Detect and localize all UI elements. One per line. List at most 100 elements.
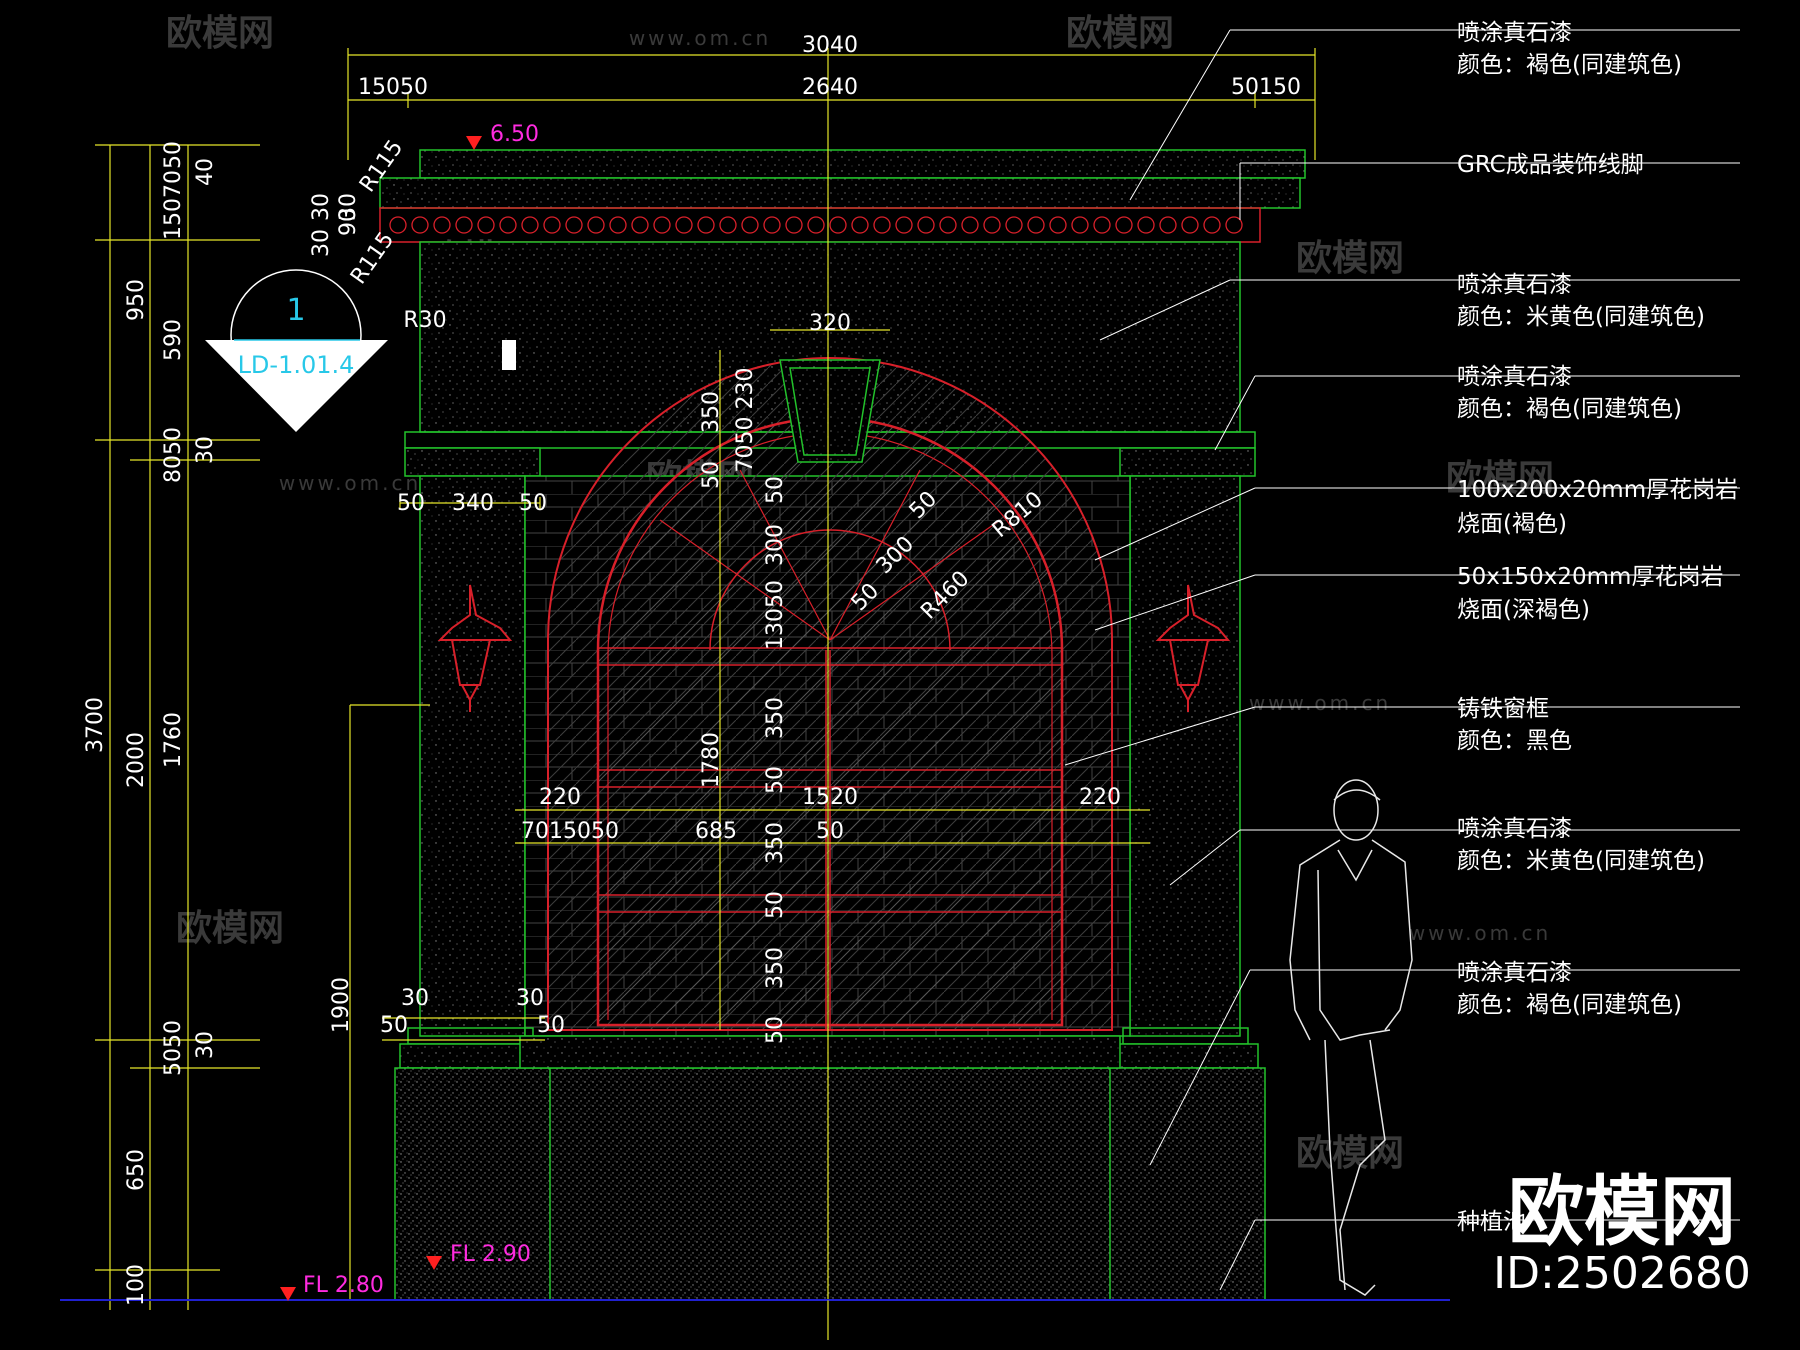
dim-950: 950 [124, 279, 149, 321]
scroll-ornament [455, 216, 473, 234]
note-7-line1: 铸铁窗框 [1457, 696, 1549, 722]
scroll-ornament [851, 216, 869, 234]
note-2-line1: GRC成品装饰线脚 [1457, 152, 1644, 178]
scroll-ornament [719, 216, 737, 234]
dim-650: 650 [124, 1149, 149, 1191]
scroll-ornament [1159, 216, 1177, 234]
scroll-ornament [477, 216, 495, 234]
scroll-ornament [873, 216, 891, 234]
dim-stack-350a: 350 [763, 697, 788, 739]
section-callout: 1 LD-1.01.4 [205, 269, 516, 432]
scroll-ornament [741, 216, 759, 234]
cornice-scroll-ornament [389, 216, 1243, 234]
scroll-ornament [983, 216, 1001, 234]
note-9-line1: 喷涂真石漆 [1457, 960, 1572, 986]
scroll-ornament [631, 216, 649, 234]
scroll-ornament [763, 216, 781, 234]
scroll-ornament [961, 216, 979, 234]
callout-ref: LD-1.01.4 [238, 351, 355, 379]
note-8-line1: 喷涂真石漆 [1457, 816, 1572, 842]
dim-w50: 50 [816, 819, 844, 844]
dim-plinth-50r: 50 [537, 1013, 565, 1038]
note-5-line1: 100x200x20mm厚花岗岩 [1457, 477, 1738, 503]
note-9-line2: 颜色：褐色(同建筑色) [1457, 992, 1682, 1018]
keystone [779, 359, 881, 463]
scroll-ornament [1225, 216, 1243, 234]
wall-lantern-left [437, 584, 513, 712]
dim-stack-50b: 50 [763, 891, 788, 919]
watermark-url: www.om.cn [1409, 921, 1551, 945]
dim-total-width: 3040 [802, 33, 858, 58]
dim-2000: 2000 [124, 732, 149, 788]
dim-8050: 8050 [161, 427, 186, 483]
dim-stack-350b: 350 [763, 822, 788, 864]
dim-1760: 1760 [161, 712, 186, 768]
dim-685: 685 [695, 819, 737, 844]
dim-small-30c: 30 [309, 229, 334, 257]
dim-plinth-30l: 30 [401, 986, 429, 1011]
material-notes: 喷涂真石漆 颜色：褐色(同建筑色) GRC成品装饰线脚 喷涂真石漆 颜色：米黄色… [1457, 20, 1738, 1235]
dim-keystone-7050: 7050 230 [733, 368, 758, 473]
callout-number: 1 [286, 293, 305, 328]
level-markers: 6.50 FL 2.80 FL 2.90 [280, 122, 539, 1301]
scroll-ornament [389, 216, 407, 234]
scroll-ornament [785, 216, 803, 234]
dim-small-30a: 30 [309, 193, 334, 221]
scroll-ornament [499, 216, 517, 234]
watermark-brand: 欧模网 [1296, 1133, 1404, 1174]
note-6-line1: 50x150x20mm厚花岗岩 [1457, 564, 1723, 590]
dim-220-right: 220 [1079, 785, 1121, 810]
dim-220-left: 220 [539, 785, 581, 810]
scroll-ornament [609, 216, 627, 234]
dim-band-30: 30 [193, 436, 218, 464]
scroll-ornament [917, 216, 935, 234]
scroll-ornament [1093, 216, 1111, 234]
dim-inner-width: 2640 [802, 75, 858, 100]
scroll-ornament [521, 216, 539, 234]
scroll-ornament [433, 216, 451, 234]
note-1-line1: 喷涂真石漆 [1457, 20, 1572, 46]
note-3-line2: 颜色：米黄色(同建筑色) [1457, 304, 1705, 330]
watermark-brand: 欧模网 [1066, 13, 1174, 54]
brand-watermark: 欧模网 ID:2502680 [1493, 1167, 1751, 1299]
dim-5050: 5050 [161, 1020, 186, 1076]
dim-cornice-150: 15070 [161, 170, 186, 240]
note-7-line2: 颜色：黑色 [1457, 728, 1572, 754]
watermark-url: www.om.cn [1249, 691, 1391, 715]
level-ground-right: FL 2.90 [450, 1242, 531, 1267]
dim-left-offset: 15050 [358, 75, 428, 100]
human-figure [1289, 779, 1413, 1296]
window-dimensions: 320 350 7050 230 50 50 300 50 300 50 130… [380, 311, 1121, 1044]
dim-7015050: 7015050 [521, 819, 619, 844]
scroll-ornament [411, 216, 429, 234]
scroll-ornament [675, 216, 693, 234]
top-dimensions: 3040 2640 15050 50150 [358, 33, 1301, 100]
note-4-line2: 颜色：褐色(同建筑色) [1457, 396, 1682, 422]
watermark-url: www.om.cn [629, 26, 771, 50]
scroll-ornament [697, 216, 715, 234]
scroll-ornament [895, 216, 913, 234]
watermark-url: www.om.cn [279, 471, 421, 495]
dim-1780: 1780 [699, 732, 724, 788]
dim-kd300: 300 [763, 524, 788, 566]
scroll-ornament [1071, 216, 1089, 234]
scroll-ornament [1137, 216, 1155, 234]
dim-590: 590 [161, 319, 186, 361]
dim-cornice-40: 40 [193, 158, 218, 186]
scroll-ornament [1049, 216, 1067, 234]
scroll-ornament [1115, 216, 1133, 234]
note-5-line2: 烧面(褐色) [1457, 511, 1567, 537]
level-top: 6.50 [490, 122, 539, 147]
dim-stack-350c: 350 [763, 947, 788, 989]
scroll-ornament [807, 216, 825, 234]
dim-total-height: 3700 [83, 697, 108, 753]
dim-pier-50l: 50 [397, 491, 425, 516]
scroll-ornament [1203, 216, 1221, 234]
scroll-ornament [543, 216, 561, 234]
note-6-line2: 烧面(深褐色) [1457, 597, 1590, 623]
dim-plinth-30: 30 [193, 1031, 218, 1059]
scroll-ornament [1005, 216, 1023, 234]
dim-keystone-350: 350 [699, 391, 724, 433]
dim-kd50b: 50 [763, 476, 788, 504]
